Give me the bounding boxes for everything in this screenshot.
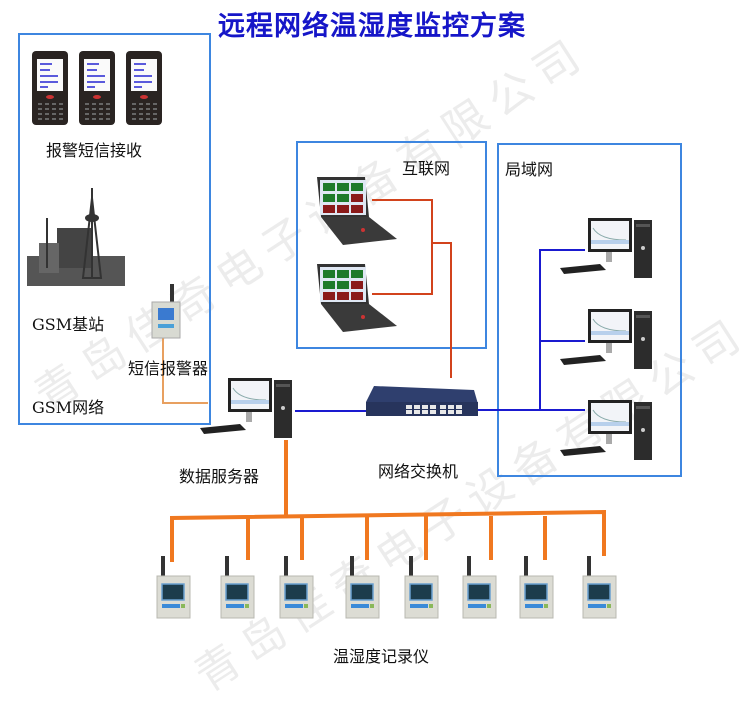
mobile-phone-icon [32,51,68,125]
laptop1-wire [372,199,433,295]
base-station-label: GSM基站 [32,315,105,334]
sms-receive-label: 报警短信接收 [46,141,143,160]
temp-humidity-logger-icon[interactable] [345,556,381,620]
sms-alarm-wire [162,336,208,404]
logger-drops [246,516,547,560]
data-server[interactable] [180,378,298,446]
desktop-computer-icon [560,309,652,369]
internet-label: 互联网 [402,159,451,178]
mobile-phone-icon [79,51,115,125]
sms-alarm-label: 短信报警器 [128,359,209,378]
temp-humidity-logger-icon[interactable] [462,556,498,620]
internet-uplink-wire [432,242,452,378]
gsm-tower-icon [27,188,125,286]
lan-label: 局域网 [505,160,554,179]
desktop-computer-icon [560,400,652,460]
server-computer-icon [200,378,292,438]
laptop-icon[interactable] [313,175,399,247]
loggers-label: 温湿度记录仪 [333,647,430,666]
connection-wires [162,199,606,562]
temp-humidity-logger-icon[interactable] [220,556,256,620]
mobile-phone-icon [126,51,162,125]
temp-humidity-logger-icon[interactable] [519,556,555,620]
gsm-network-label: GSM网络 [32,398,105,417]
page-title: 远程网络温湿度监控方案 [0,4,748,43]
temp-humidity-logger-icon[interactable] [404,556,440,620]
gsm-network-box [18,33,211,425]
temp-humidity-logger-icon[interactable] [156,556,192,620]
laptop-icon[interactable] [313,262,399,334]
temp-humidity-logger-icon[interactable] [279,556,315,620]
switch-lan-wire [476,249,585,411]
rs485-bus [170,509,606,562]
network-switch-icon[interactable] [364,384,480,420]
internet-box [296,141,487,349]
title-text: 远程网络温湿度监控方案 [218,11,526,42]
lan-box [497,143,682,477]
lan-computer[interactable] [560,218,652,286]
temp-humidity-logger-icon[interactable] [582,556,618,620]
lan-computer[interactable] [560,400,652,468]
sms-alarm-device-icon [151,284,181,339]
server-label: 数据服务器 [179,467,260,486]
desktop-computer-icon [560,218,652,278]
lan-computer[interactable] [560,309,652,377]
switch-label: 网络交换机 [378,462,459,481]
